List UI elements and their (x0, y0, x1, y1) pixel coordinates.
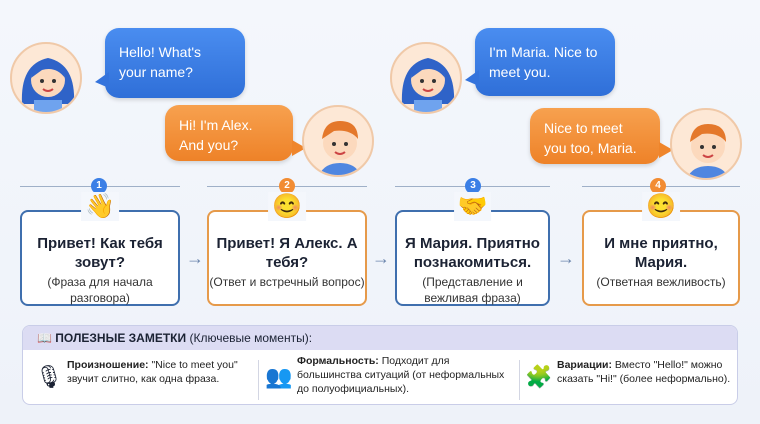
handshake-icon: 🤝 (453, 192, 492, 221)
step-number-4: 4 (650, 178, 666, 194)
notes-subtitle: (Ключевые моменты): (189, 331, 313, 345)
step-number-1: 1 (91, 178, 107, 194)
notes-header: 📖 ПОЛЕЗНЫЕ ЗАМЕТКИ (Ключевые моменты): (23, 326, 737, 350)
divider (258, 360, 259, 400)
note-text: Подходит для большинства ситуаций (от не… (297, 355, 505, 395)
avatar-alex (302, 105, 374, 177)
note-formality: Формальность: Подходит для большинства с… (297, 354, 507, 396)
arrow-right-icon: → (372, 248, 390, 268)
step-note: (Ответная вежливость) (596, 275, 726, 289)
divider (519, 360, 520, 400)
step-number-3: 3 (465, 178, 481, 194)
notes-panel: 📖 ПОЛЕЗНЫЕ ЗАМЕТКИ (Ключевые моменты): 🎙… (22, 325, 738, 405)
step-card-3: 🤝 Я Мария. Приятно познакомиться. (Предс… (395, 192, 550, 306)
microphone-icon: 🎙 (35, 364, 63, 389)
step-card-2: 😊 Привет! Я Алекс. А тебя? (Ответ и встр… (207, 192, 367, 306)
speech-bubble-2: Hi! I'm Alex. And you? (165, 105, 293, 161)
step-phrase: Привет! Я Алекс. А тебя? (216, 235, 358, 271)
bubble-text: Hi! I'm Alex. And you? (179, 117, 253, 153)
note-label: Вариации: (557, 359, 612, 371)
book-icon: 📖 (37, 331, 52, 345)
step-phrase: Я Мария. Приятно познакомиться. (405, 235, 540, 271)
arrow-right-icon: → (557, 248, 575, 268)
avatar-maria (10, 42, 82, 114)
note-label: Произношение: (67, 359, 149, 371)
smiles-check-icon: 😊 (642, 192, 680, 221)
smile-id-badge-icon: 😊 (268, 192, 306, 221)
bubble-text: Hello! What's your name? (119, 44, 202, 80)
bubble-tail (95, 72, 109, 88)
arrow-right-icon: → (186, 248, 204, 268)
note-text: "Nice to meet you" звучит слитно, как од… (67, 359, 238, 385)
waving-hand-icon: 👋 (81, 192, 119, 221)
notes-title: ПОЛЕЗНЫЕ ЗАМЕТКИ (55, 331, 187, 345)
step-note: (Фраза для начала разговора) (47, 275, 153, 305)
bubble-text: I'm Maria. Nice to meet you. (489, 44, 598, 80)
step-note: (Ответ и встречный вопрос) (209, 275, 365, 289)
bubble-tail (465, 70, 479, 86)
step-phrase: И мне приятно, Мария. (604, 235, 718, 271)
puzzle-icon: 🧩 (525, 364, 553, 389)
step-card-4: 😊 И мне приятно, Мария. (Ответная вежлив… (582, 192, 740, 306)
people-icon: 👥 (265, 364, 293, 389)
step-note: (Представление и вежливая фраза) (422, 275, 523, 305)
speech-bubble-4: Nice to meet you too, Maria. (530, 108, 660, 164)
step-phrase: Привет! Как тебя зовут? (37, 235, 163, 271)
avatar-maria (390, 42, 462, 114)
bubble-tail (659, 142, 673, 158)
note-text: Вместо "Hello!" можно сказать "Hi!" (бол… (557, 359, 731, 385)
note-pronunciation: Произношение: "Nice to meet you" звучит … (67, 358, 247, 386)
avatar-alex (670, 108, 742, 180)
step-card-1: 👋 Привет! Как тебя зовут? (Фраза для нач… (20, 192, 180, 306)
bubble-text: Nice to meet you too, Maria. (544, 120, 637, 156)
step-number-2: 2 (279, 178, 295, 194)
speech-bubble-1: Hello! What's your name? (105, 28, 245, 98)
note-variations: Вариации: Вместо "Hello!" можно сказать … (557, 358, 735, 386)
note-label: Формальность: (297, 355, 379, 367)
speech-bubble-3: I'm Maria. Nice to meet you. (475, 28, 615, 96)
